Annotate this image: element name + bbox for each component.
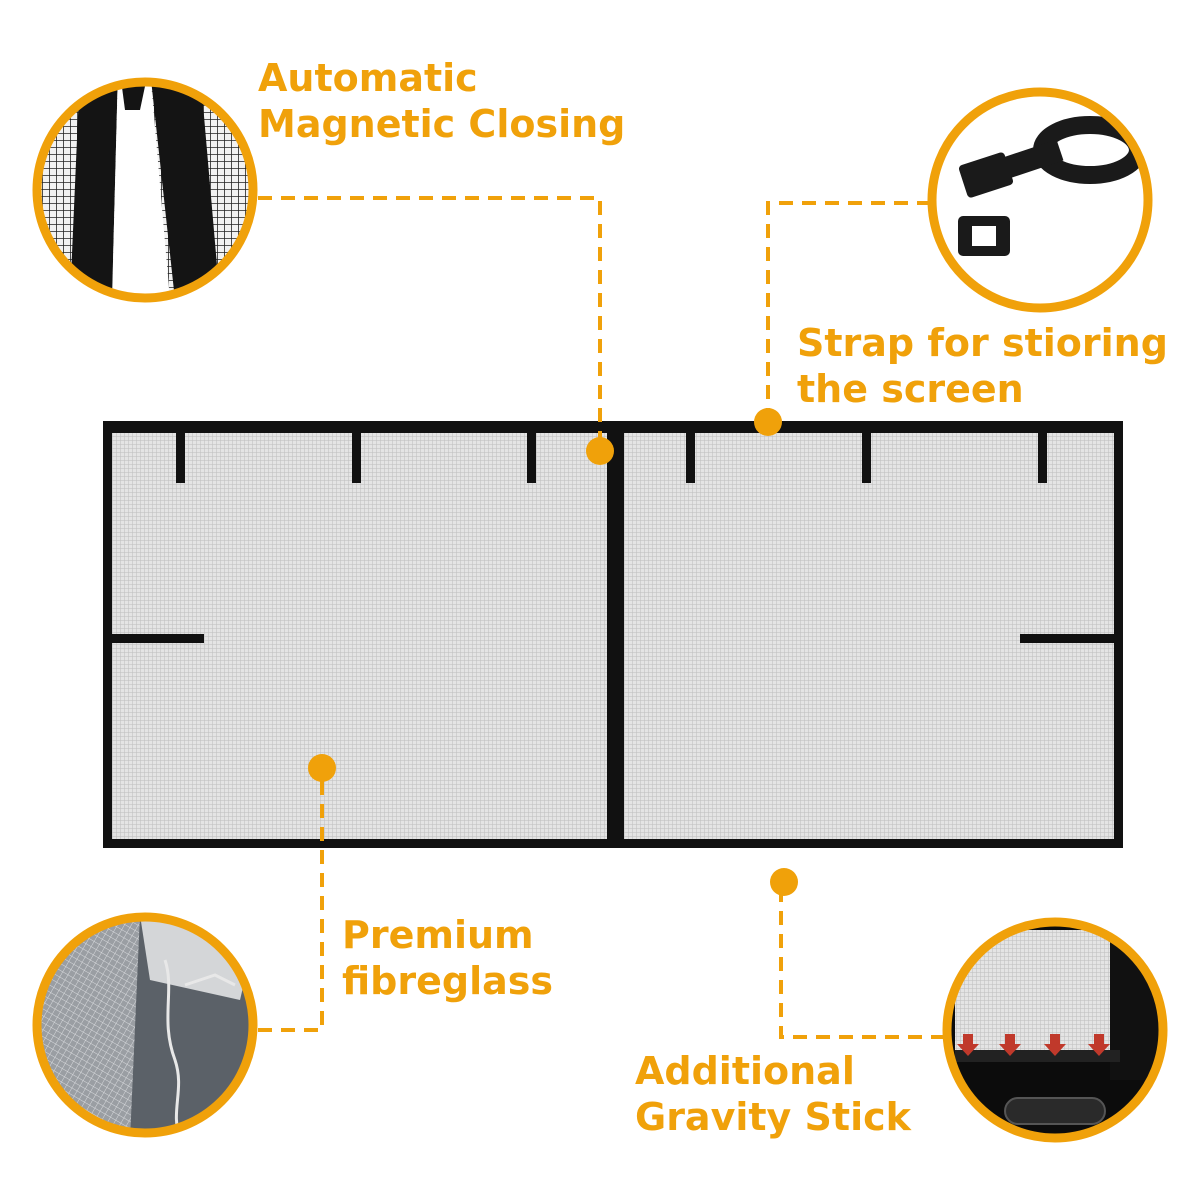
dot-magnetic: [586, 437, 614, 465]
connector-magnetic: [258, 196, 602, 450]
screen-door: [103, 421, 1123, 848]
gravity-stick-closeup-icon: [942, 917, 1168, 1143]
dot-strap: [754, 408, 782, 436]
connector-gravity: [779, 882, 945, 1039]
magnetic-closing-label: Automatic Magnetic Closing: [258, 55, 625, 147]
fibreglass-label: Premium fibreglass: [342, 912, 553, 1004]
gravity-stick-line1: Additional: [635, 1049, 855, 1093]
strap-line2: the screen: [797, 367, 1024, 411]
gravity-stick-label: Additional Gravity Stick: [635, 1048, 911, 1140]
fibreglass-mesh-closeup-icon: [32, 912, 258, 1138]
magnetic-seam-closeup-icon: [32, 77, 258, 303]
strap-line1: Strap for stioring: [797, 321, 1168, 365]
fibreglass-line1: Premium: [342, 913, 534, 957]
center-magnetic-seam: [607, 425, 624, 846]
connector-dots: [308, 408, 798, 896]
connector-lines: [258, 196, 1000, 1039]
fibreglass-line2: fibreglass: [342, 959, 553, 1003]
magnetic-closing-line2: Magnetic Closing: [258, 102, 626, 146]
gravity-stick-line2: Gravity Stick: [635, 1095, 911, 1139]
magnetic-closing-line1: Automatic: [258, 56, 478, 100]
strap-label: Strap for stioring the screen: [797, 320, 1168, 412]
dot-fibreglass: [308, 754, 336, 782]
storage-strap-buckle-icon: [927, 87, 1153, 313]
connector-strap: [766, 201, 1000, 420]
connector-fibreglass: [258, 768, 324, 1032]
dot-gravity: [770, 868, 798, 896]
